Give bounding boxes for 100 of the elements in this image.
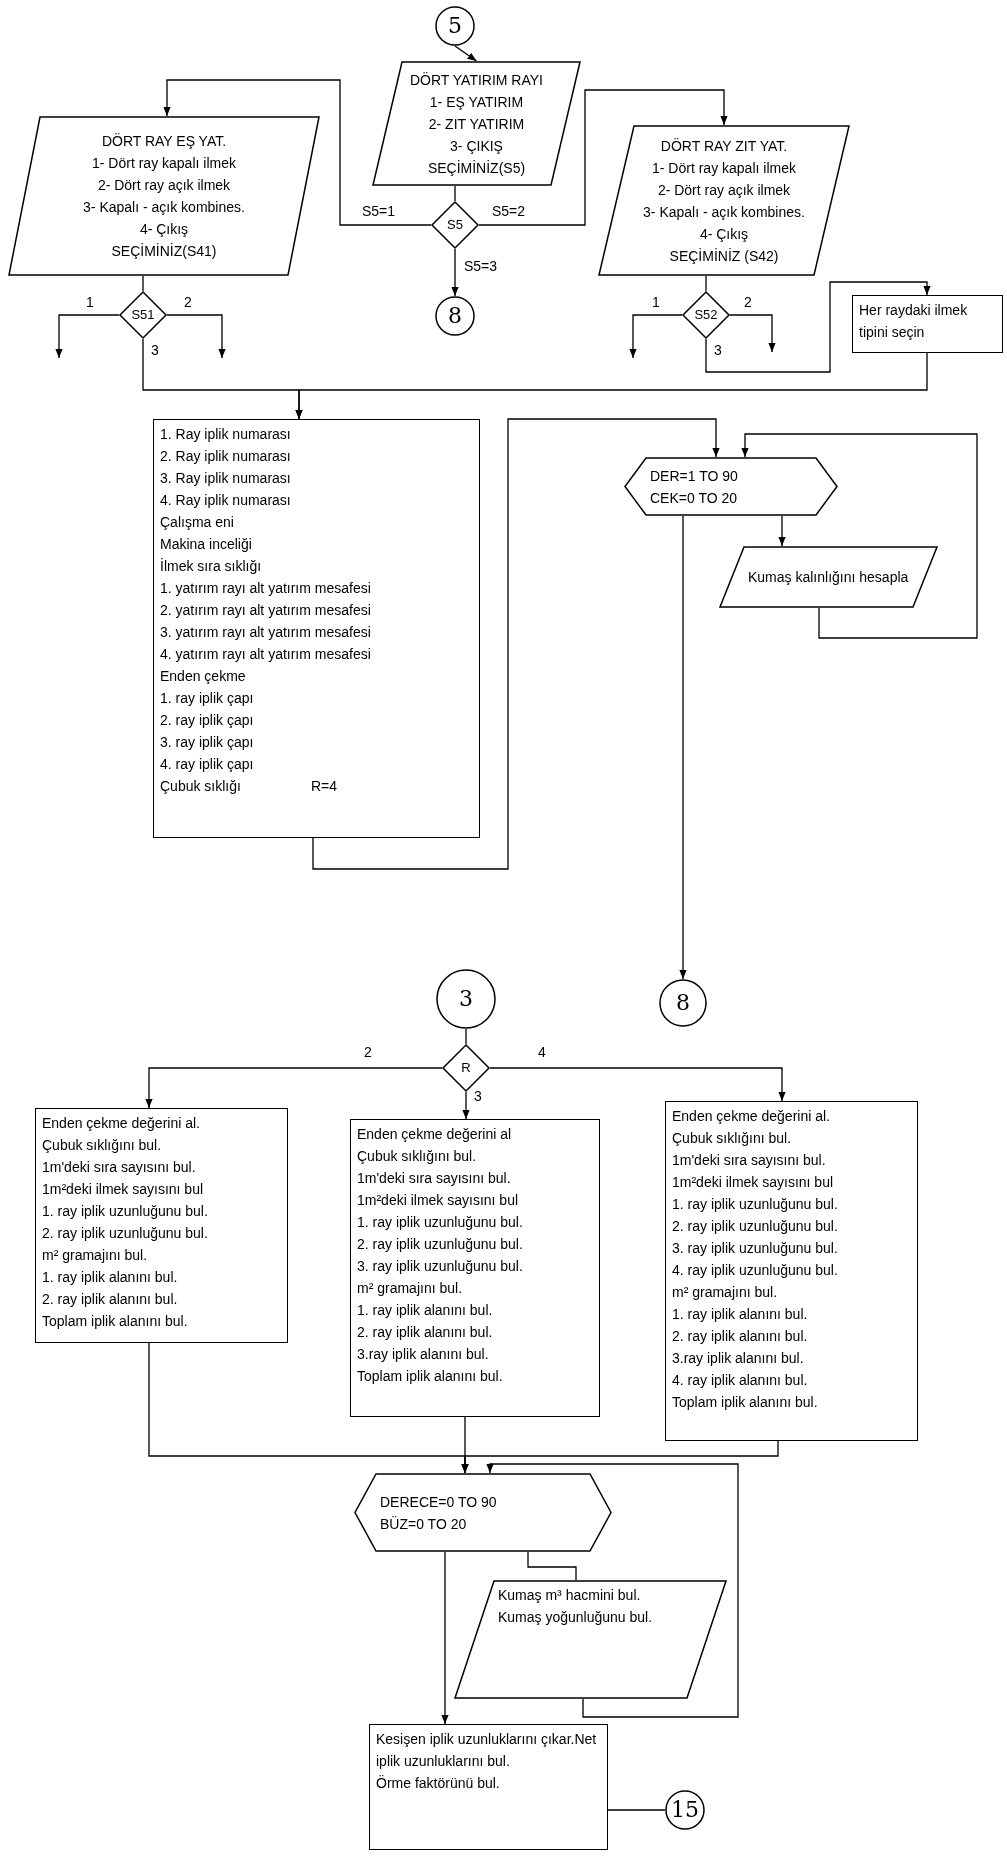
process-box	[852, 295, 1003, 353]
step-text: 2. ray iplik uzunluğunu bul.	[672, 1217, 839, 1236]
step-text: Enden çekme değerini al.	[42, 1114, 201, 1133]
flow-arrow	[729, 314, 776, 353]
step-text: 2. ray iplik alanını bul.	[357, 1323, 494, 1342]
step-text: Kesişen iplik uzunluklarını çıkar.Net iplik uzunluklarını bul.	[376, 1730, 598, 1771]
step-text: 4. yatırım rayı alt yatırım mesafesi	[160, 645, 372, 664]
step-text: Enden çekme değerini al.	[672, 1107, 831, 1126]
decision-label: S51	[131, 307, 155, 323]
loop-text: BÜZ=0 TO 20	[380, 1514, 467, 1534]
step-text: DÖRT RAY ZIT YAT.	[660, 136, 788, 156]
edge-label: 4	[536, 1044, 548, 1060]
connector-circle	[435, 296, 475, 336]
step-text: Toplam iplik alanını bul.	[42, 1312, 189, 1331]
step-text: 4- Çıkış	[699, 224, 749, 244]
step-text: 1. ray iplik uzunluğunu bul.	[357, 1213, 524, 1232]
edge-label: S5=3	[462, 258, 500, 274]
step-text: DÖRT YATIRIM RAYI	[410, 70, 543, 90]
flow-arrow	[55, 314, 120, 359]
step-text: 2. ray iplik alanını bul.	[42, 1290, 179, 1309]
io-parallelogram	[8, 116, 320, 276]
decision-diamond	[442, 1044, 490, 1092]
edge-label: 3	[472, 1088, 484, 1104]
flow-arrow	[454, 45, 478, 62]
edge-label: 3	[712, 342, 724, 358]
step-text: 3. ray iplik uzunluğunu bul.	[357, 1257, 524, 1276]
connector-line	[465, 1028, 467, 1045]
flow-arrow	[778, 515, 786, 547]
edge-label: 1	[84, 294, 96, 310]
process-box	[35, 1108, 288, 1343]
step-text: 3. ray iplik uzunluğunu bul.	[672, 1239, 839, 1258]
connector-number: 3	[459, 987, 473, 1011]
step-text: 1m²deki ilmek sayısını bul	[672, 1173, 835, 1192]
step-text: Çalışma eni	[160, 513, 235, 532]
step-text: Toplam iplik alanını bul.	[672, 1393, 819, 1412]
step-text: Kumaş yoğunluğunu bul.	[498, 1608, 653, 1627]
flow-arrow	[166, 314, 226, 359]
step-text: 2- Dört ray açık ilmek	[657, 180, 791, 200]
step-text: 1. ray iplik çapı	[160, 689, 255, 708]
step-text: Kumaş m³ hacmini bul.	[498, 1586, 641, 1605]
io-parallelogram	[719, 546, 938, 608]
connector-circle	[665, 1790, 705, 1830]
step-text: Kumaş kalınlığını hesapla	[748, 568, 909, 587]
step-text: 2. Ray iplik numarası	[160, 447, 292, 466]
step-text: 1. ray iplik alanını bul.	[672, 1305, 809, 1324]
edge-label: 2	[742, 294, 754, 310]
flow-arrow	[629, 314, 683, 359]
step-text: 3.ray iplik alanını bul.	[357, 1345, 490, 1364]
step-text: 1. Ray iplik numarası	[160, 425, 292, 444]
step-text: 3. yatırım rayı alt yatırım mesafesi	[160, 623, 372, 642]
connector-line	[705, 275, 707, 292]
edge-label: 2	[182, 294, 194, 310]
step-text: Makina inceliği	[160, 535, 253, 554]
step-text: Enden çekme	[160, 667, 247, 686]
process-box	[350, 1119, 600, 1417]
step-text: Enden çekme değerini al	[357, 1125, 513, 1144]
step-text: 1m'deki sıra sayısını bul.	[42, 1158, 197, 1177]
connector-line	[454, 185, 456, 202]
connector-number: 8	[676, 991, 690, 1015]
step-text: 3- Kapalı - açık kombines.	[643, 202, 805, 222]
step-text: İlmek sıra sıklığı	[160, 557, 263, 576]
step-text: 3.ray iplik alanını bul.	[672, 1349, 805, 1368]
step-text: 1m²deki ilmek sayısını bul	[357, 1191, 520, 1210]
step-text: Çubuk sıklığını bul.	[357, 1147, 478, 1166]
connector-number: 15	[671, 1798, 699, 1822]
decision-diamond	[119, 291, 167, 339]
step-text: Çubuk sıklığını bul.	[672, 1129, 793, 1148]
step-text: 3- ÇIKIŞ	[450, 136, 503, 156]
flow-arrow	[295, 352, 928, 420]
edge-label: S5=2	[490, 203, 528, 219]
step-text: 1m²deki ilmek sayısını bul	[42, 1180, 205, 1199]
step-text: 1m'deki sıra sayısını bul.	[357, 1169, 512, 1188]
edge-label: S5=1	[360, 203, 398, 219]
step-text: 4. ray iplik uzunluğunu bul.	[672, 1261, 839, 1280]
step-text: Örme faktörünü bul.	[376, 1774, 501, 1793]
step-text: 3- Kapalı - açık kombines.	[83, 198, 245, 217]
step-text: SEÇİMİNİZ(S41)	[111, 242, 217, 261]
flow-arrow	[679, 515, 687, 980]
step-text: 2. yatırım rayı alt yatırım mesafesi	[160, 601, 372, 620]
step-text: Çubuk sıklığı	[160, 777, 241, 796]
flow-arrow	[451, 248, 459, 297]
connector-number: 5	[448, 14, 462, 38]
step-text: 2. ray iplik alanını bul.	[672, 1327, 809, 1346]
step-text: 1. ray iplik uzunluğunu bul.	[42, 1202, 209, 1221]
loop-hexagon	[354, 1473, 612, 1552]
flow-arrow	[312, 418, 720, 870]
process-box	[665, 1101, 918, 1441]
connector-line	[142, 275, 144, 292]
io-parallelogram	[598, 125, 850, 276]
flow-arrow	[489, 1067, 786, 1102]
step-text: 1. ray iplik alanını bul.	[357, 1301, 494, 1320]
step-text: Çubuk sıklığını bul.	[42, 1136, 163, 1155]
flow-arrow	[461, 1440, 779, 1474]
step-text: Her raydaki ilmek tipini seçin	[859, 301, 969, 342]
step-text: 2- Dört ray açık ilmek	[97, 176, 231, 195]
flow-arrow	[462, 1091, 470, 1120]
edge-label: 1	[650, 294, 662, 310]
flow-arrow	[486, 1463, 739, 1718]
flow-arrow	[145, 1067, 443, 1109]
step-text: 3. ray iplik çapı	[160, 733, 255, 752]
